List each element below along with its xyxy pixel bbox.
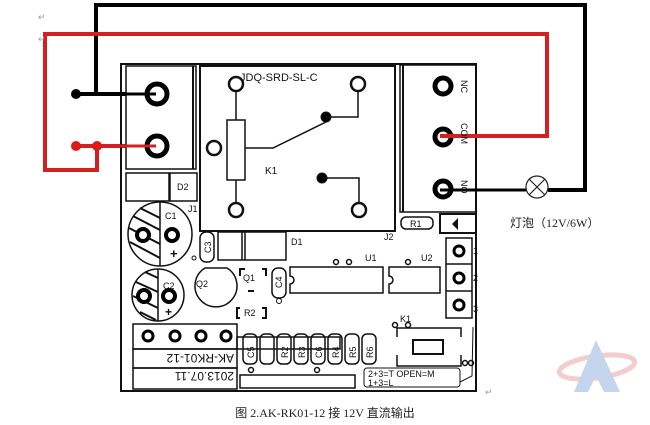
label-d2: D2 <box>177 182 189 192</box>
transistor-q1 <box>239 268 267 292</box>
label-r2: R2 <box>280 346 290 358</box>
paragraph-mark: ↵ <box>38 13 46 23</box>
label-u1: U1 <box>365 253 377 263</box>
board-model-silkscreen: AK-RK01-12 <box>166 351 234 365</box>
mode-note-box <box>363 367 461 388</box>
component-row <box>239 333 377 389</box>
label-k1-button: K1 <box>400 314 411 324</box>
capacitor-c3 <box>199 231 215 263</box>
pin-header <box>132 323 341 390</box>
label-c3: C3 <box>203 241 213 253</box>
resistor-r2-smd <box>236 307 267 319</box>
label-r4: R4 <box>331 346 341 358</box>
relay-model-label: JDQ-SRD-SL-C <box>240 72 318 84</box>
capacitor-c2 <box>131 268 185 322</box>
terminal-label-com: COM <box>459 123 469 144</box>
paragraph-mark: ↵ <box>485 388 493 398</box>
red-wire-junction <box>92 141 102 151</box>
paragraph-mark: ↵ <box>38 35 46 45</box>
board-date-silkscreen: 2013.07.11 <box>175 369 234 383</box>
relay-k1 <box>199 65 396 232</box>
triangle-icon <box>452 218 458 230</box>
lamp-label: 灯泡（12V/6W） <box>510 216 600 230</box>
mode-note-line2: 1+3=L <box>368 378 394 388</box>
label-q2: Q2 <box>196 279 208 289</box>
lamp-symbol <box>525 175 549 199</box>
label-r5: R5 <box>348 346 358 358</box>
c1-plus: + <box>170 246 178 261</box>
black-wire-junction <box>71 89 81 99</box>
figure-caption: 图 2.AK-RK01-12 接 12V 直流输出 <box>235 406 415 420</box>
resistor-r1 <box>400 216 434 230</box>
jumper-pin-3: 3 <box>473 304 478 314</box>
mode-note-line1: 2+3=T OPEN=M <box>368 369 435 379</box>
diode-d1 <box>217 231 287 261</box>
transistor-q2 <box>194 267 238 308</box>
red-wire-junction <box>71 141 81 151</box>
jumper-pin-2: 2 <box>473 273 478 283</box>
ic-u1 <box>289 258 384 294</box>
c2-plus: + <box>165 305 172 319</box>
label-c4: C4 <box>274 276 284 288</box>
watermark-logo <box>556 340 638 392</box>
ic-u2 <box>388 258 441 294</box>
label-d1: D1 <box>291 237 303 247</box>
input-terminal-block <box>125 65 197 170</box>
label-q1: Q1 <box>243 273 255 283</box>
mode-jumper <box>445 237 473 319</box>
terminal-label-no: NO <box>459 180 469 194</box>
jumper-pin-1: 1 <box>473 246 478 256</box>
relay-ref-label: K1 <box>265 166 278 177</box>
label-c6: C6 <box>314 346 324 358</box>
label-r1: R1 <box>410 219 422 229</box>
label-c1: C1 <box>165 211 177 221</box>
label-j2: J2 <box>384 232 394 242</box>
capacitor-c1 <box>127 201 193 267</box>
label-j1: J1 <box>188 204 198 214</box>
terminal-label-nc: NC <box>459 80 469 93</box>
indicator-box <box>439 213 477 234</box>
d2-block <box>125 172 198 202</box>
label-c5: C5 <box>246 346 256 358</box>
label-c2: C2 <box>163 281 175 291</box>
label-r3: R3 <box>297 346 307 358</box>
button-k1 <box>391 321 475 383</box>
label-r2-smd: R2 <box>244 308 256 318</box>
label-u2: U2 <box>421 253 433 263</box>
label-r6: R6 <box>365 346 375 358</box>
